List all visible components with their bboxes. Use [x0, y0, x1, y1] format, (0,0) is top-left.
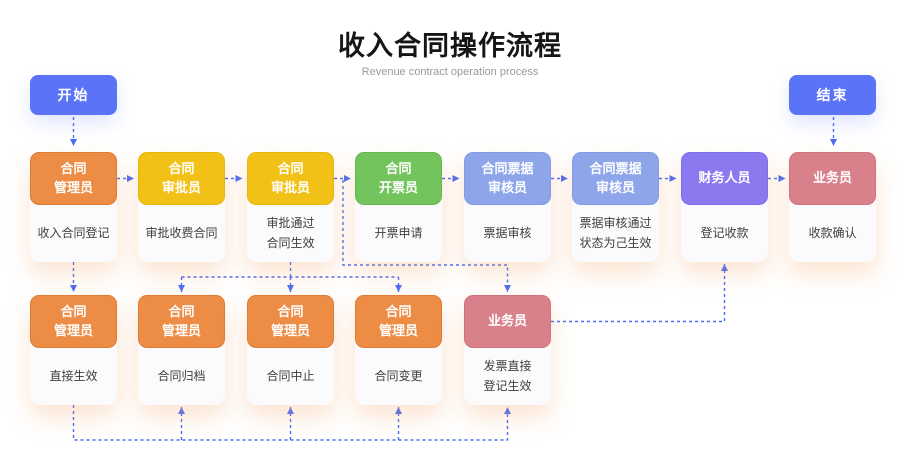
task-label: 审批收费合同	[145, 225, 218, 240]
role-badge: 合同 管理员	[30, 152, 117, 205]
role-badge: 合同 管理员	[138, 295, 225, 348]
role-badge: 合同 管理员	[355, 295, 442, 348]
node-salesperson-confirm-payment: 收款确认 业务员	[789, 152, 876, 262]
role-badge: 业务员	[789, 152, 876, 205]
task-label: 发票直接 登记生效	[483, 358, 532, 393]
node-contract-admin-direct-effect: 直接生效 合同 管理员	[30, 295, 117, 405]
node-contract-admin-change: 合同变更 合同 管理员	[355, 295, 442, 405]
role-badge: 合同 管理员	[30, 295, 117, 348]
node-end: 结束	[789, 75, 876, 115]
task-label: 合同中止	[266, 368, 315, 383]
node-contract-admin-suspend: 合同中止 合同 管理员	[247, 295, 334, 405]
task-label: 收入合同登记	[37, 225, 110, 240]
connector-bottom-rail	[72, 405, 511, 441]
node-approver-review-fee: 审批收费合同 合同 审批员	[138, 152, 225, 262]
task-label: 审批通过 合同生效	[266, 215, 315, 250]
node-approver-approved-effective: 审批通过 合同生效 合同 审批员	[247, 152, 334, 262]
node-contract-admin-archive: 合同归档 合同 管理员	[138, 295, 225, 405]
node-invoice-clerk-apply: 开票申请 合同 开票员	[355, 152, 442, 262]
page-title: 收入合同操作流程	[338, 31, 562, 61]
task-label: 票据审核	[483, 225, 532, 240]
role-badge: 合同 管理员	[247, 295, 334, 348]
node-salesperson-invoice-direct: 发票直接 登记生效 业务员	[464, 295, 551, 405]
node-contract-admin-register: 收入合同登记 合同 管理员	[30, 152, 117, 262]
task-label: 合同变更	[374, 368, 423, 383]
task-label: 收款确认	[808, 225, 857, 240]
task-label: 登记收款	[700, 225, 749, 240]
role-badge: 合同票据 审核员	[572, 152, 659, 205]
node-bill-reviewer-review: 票据审核 合同票据 审核员	[464, 152, 551, 262]
role-badge: 合同 审批员	[138, 152, 225, 205]
title-block: 收入合同操作流程 Revenue contract operation proc…	[0, 24, 900, 78]
role-badge: 合同 开票员	[355, 152, 442, 205]
connector-invoice-direct-to-finance	[551, 264, 728, 323]
role-badge: 合同 审批员	[247, 152, 334, 205]
page-subtitle: Revenue contract operation process	[361, 66, 539, 78]
task-label: 开票申请	[374, 225, 423, 240]
role-badge: 业务员	[464, 295, 551, 348]
task-label: 票据审核通过 状态为己生效	[579, 215, 652, 250]
task-label: 合同归档	[157, 368, 206, 383]
node-bill-reviewer-passed: 票据审核通过 状态为己生效 合同票据 审核员	[572, 152, 659, 262]
node-finance-register-payment: 登记收款 财务人员	[681, 152, 768, 262]
node-start: 开始	[30, 75, 117, 115]
task-label: 直接生效	[49, 368, 98, 383]
role-badge: 合同票据 审核员	[464, 152, 551, 205]
role-badge: 财务人员	[681, 152, 768, 205]
